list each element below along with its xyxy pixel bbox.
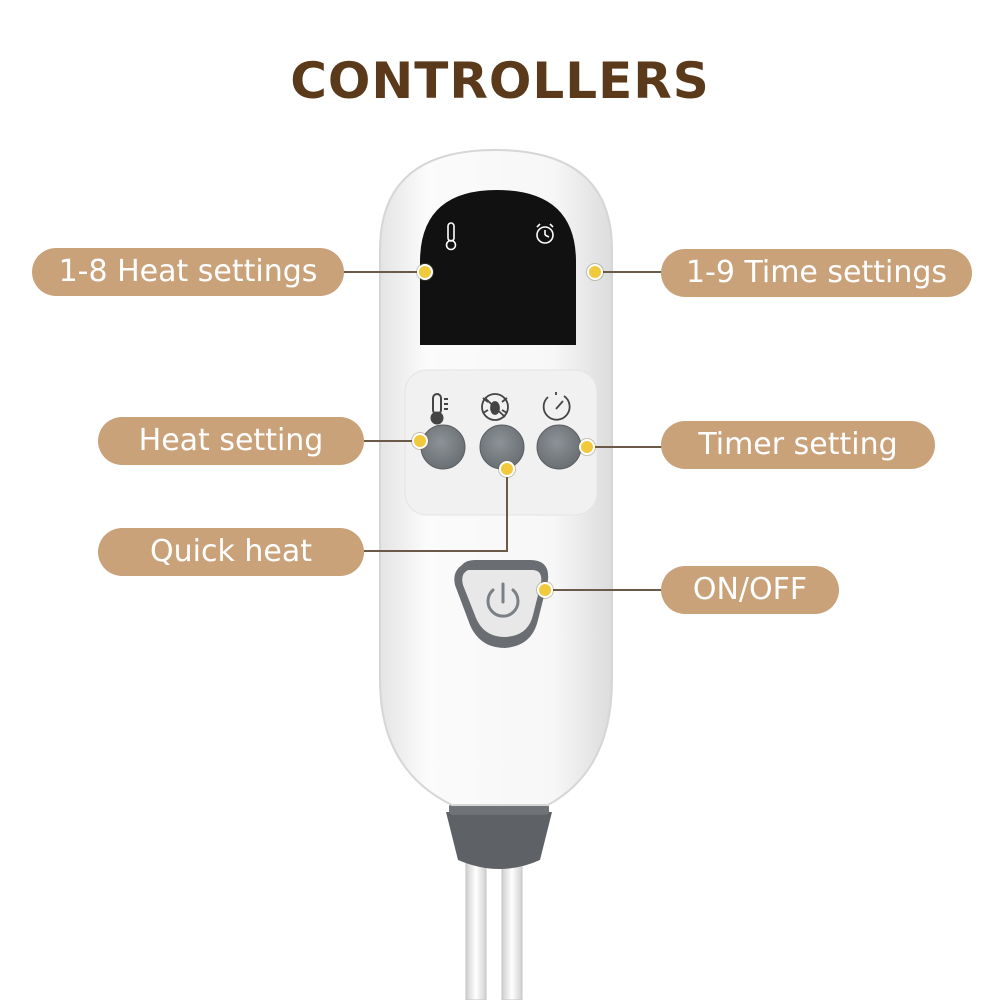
heat-setting-button[interactable] xyxy=(420,424,466,470)
page-title: CONTROLLERS xyxy=(290,52,710,110)
indicator-dot-timer-setting xyxy=(579,439,595,455)
timer-setting-button[interactable] xyxy=(536,424,582,470)
leader-line-quick-heat-v xyxy=(506,468,508,552)
cord-boot xyxy=(446,812,552,869)
leader-line-on-off xyxy=(545,589,662,591)
label-heat-settings-range: 1-8 Heat settings xyxy=(32,248,344,296)
power-icon xyxy=(486,582,520,618)
bug-icon xyxy=(481,393,509,421)
thermometer-icon xyxy=(445,222,457,251)
display-screen xyxy=(420,190,576,345)
label-timer-setting: Timer setting xyxy=(661,421,935,469)
label-quick-heat: Quick heat xyxy=(98,528,364,576)
leader-line-time-settings-range xyxy=(595,271,662,273)
thermometer-icon xyxy=(430,393,448,425)
label-time-settings-range: 1-9 Time settings xyxy=(661,249,972,297)
timer-icon xyxy=(542,392,571,421)
indicator-dot-on-off xyxy=(537,582,553,598)
leader-line-heat-setting xyxy=(364,440,419,442)
indicator-dot-quick-heat xyxy=(499,461,515,477)
alarm-clock-icon xyxy=(536,223,554,244)
power-cord xyxy=(465,859,523,1000)
leader-line-quick-heat-h xyxy=(364,550,507,552)
indicator-dot-heat-settings-range xyxy=(417,264,433,280)
indicator-dot-time-settings-range xyxy=(587,264,603,280)
label-on-off: ON/OFF xyxy=(661,566,839,614)
label-heat-setting: Heat setting xyxy=(98,417,364,465)
indicator-dot-heat-setting xyxy=(412,433,428,449)
leader-line-heat-settings-range xyxy=(343,271,423,273)
leader-line-timer-setting xyxy=(585,446,662,448)
